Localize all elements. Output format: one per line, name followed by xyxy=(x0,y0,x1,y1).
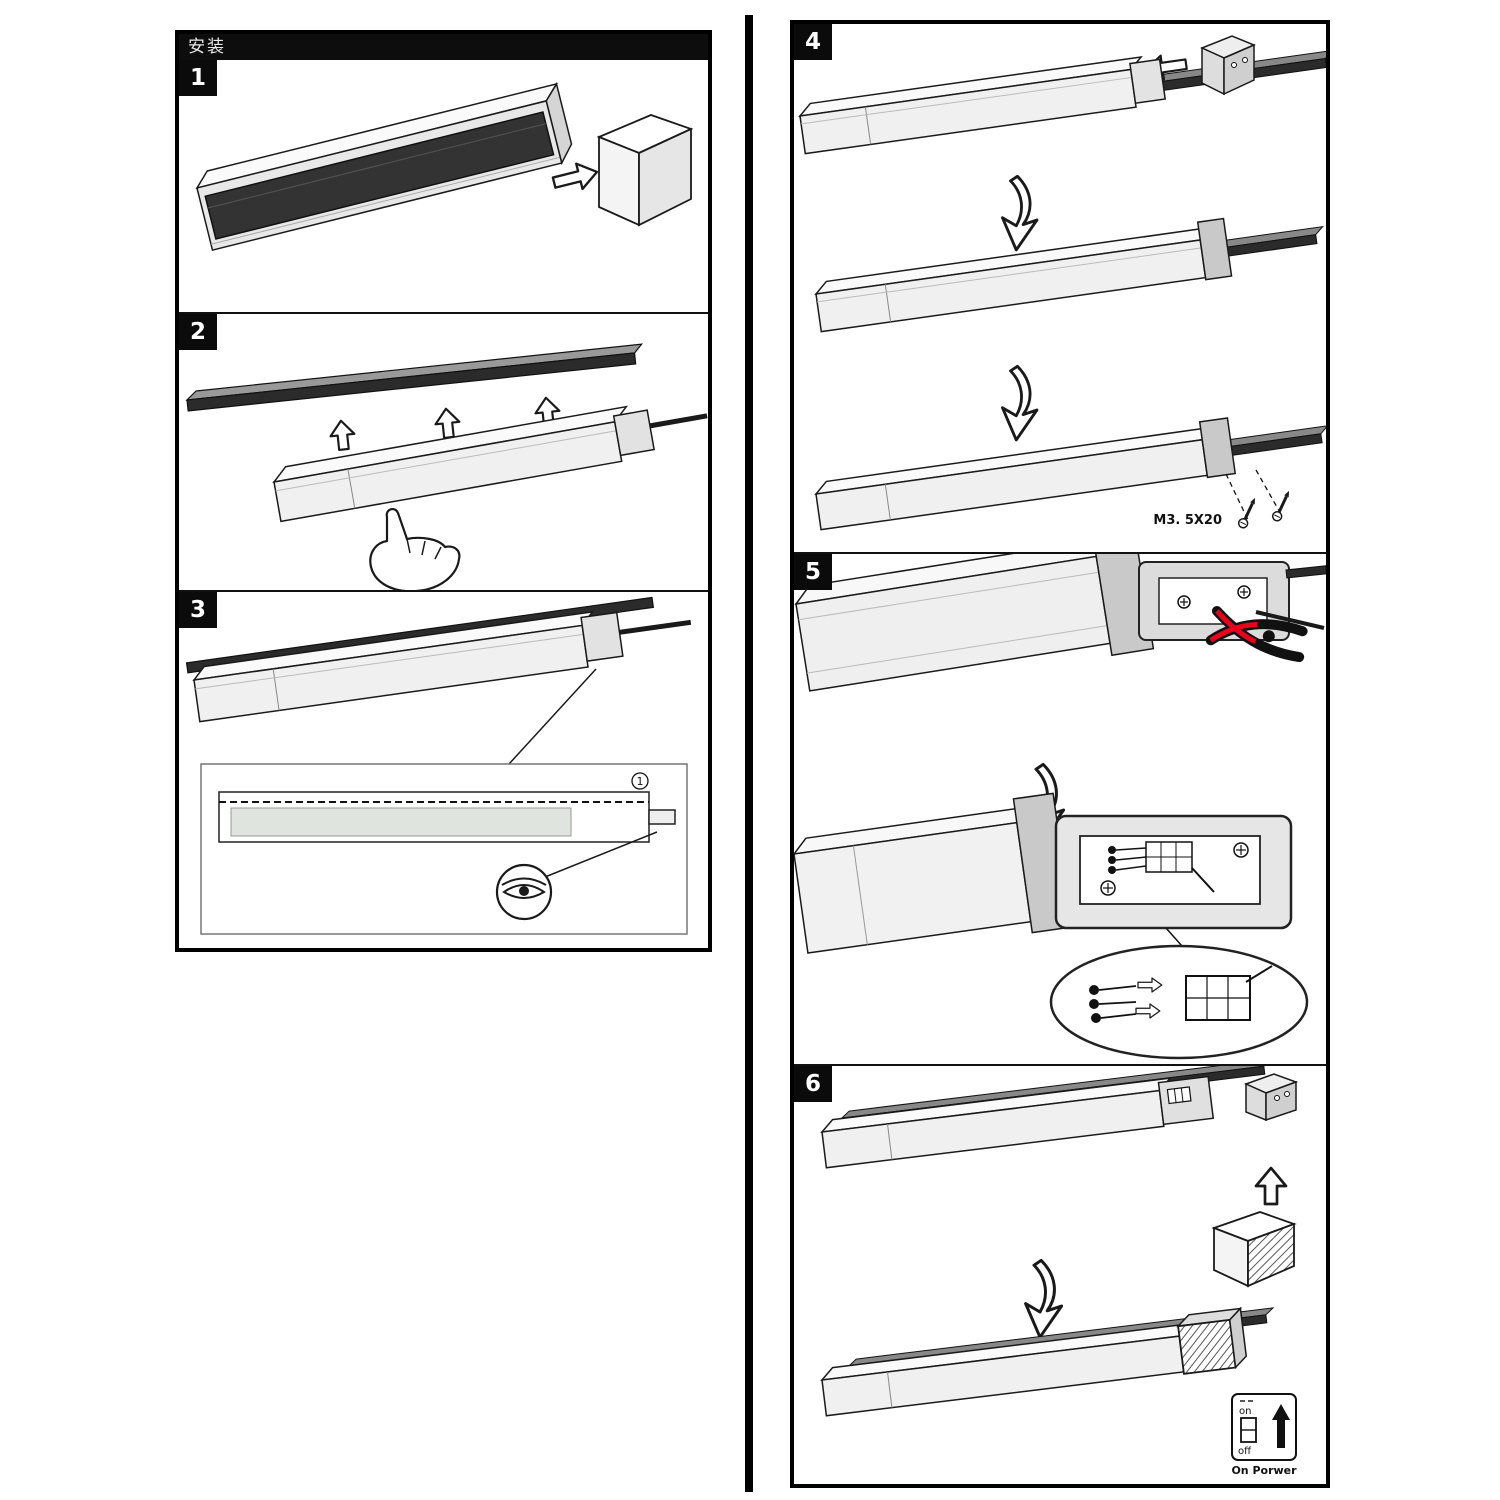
light-bar xyxy=(798,55,1167,155)
curved-arrow-down-icon xyxy=(1001,174,1039,252)
end-bracket xyxy=(1243,1073,1299,1122)
section-header: 安装 xyxy=(179,34,708,60)
end-bracket xyxy=(1198,417,1237,479)
wire-connector xyxy=(1108,841,1215,893)
step-2-illustration xyxy=(185,343,708,590)
switch-on-label: on xyxy=(1239,1406,1251,1417)
step-4-badge: 4 xyxy=(794,24,832,60)
step-divider xyxy=(179,590,708,592)
circled-1-marker: 1 xyxy=(631,772,649,790)
arrow-right-icon xyxy=(549,158,602,197)
light-bar xyxy=(814,417,1237,531)
power-caption: On Porwer xyxy=(1231,1464,1297,1477)
screw-icon xyxy=(1235,494,1261,531)
step-4-illustration: M3. 5X20 xyxy=(798,35,1326,531)
light-bar-open-end xyxy=(820,1075,1215,1169)
step-divider xyxy=(794,552,1326,554)
light-bar-capped xyxy=(820,1306,1248,1417)
detail-leader-line xyxy=(508,668,597,765)
svg-text:1: 1 xyxy=(637,775,644,788)
magnifier-ellipse xyxy=(1049,944,1309,1060)
arrow-up-icon xyxy=(1254,1166,1288,1206)
cable xyxy=(1255,610,1325,630)
arrow-up-icon xyxy=(432,406,462,440)
step-3-badge: 3 xyxy=(179,592,217,628)
step-3-illustration: 1 xyxy=(185,596,692,935)
section-header-label: 安装 xyxy=(188,37,226,57)
screw-icon xyxy=(1269,487,1295,524)
column-divider xyxy=(745,15,753,1492)
curved-arrow-down-icon xyxy=(1024,1258,1064,1339)
hand-icon xyxy=(369,507,461,590)
switch-off-label: off xyxy=(1238,1446,1252,1457)
arrow-up-solid-icon xyxy=(1272,1404,1290,1448)
right-panel: 4 5 6 xyxy=(790,20,1330,1488)
mounted-bar xyxy=(185,596,692,723)
screw-size-label: M3. 5X20 xyxy=(1153,513,1222,528)
detail-inset: 1 xyxy=(200,763,688,935)
end-bracket xyxy=(1196,217,1233,281)
pliers-icon xyxy=(1205,605,1308,663)
eye-icon xyxy=(495,863,553,921)
step-5-badge: 5 xyxy=(794,554,832,590)
light-bar-closeup xyxy=(794,554,1155,692)
end-cap-hatched xyxy=(1211,1211,1297,1288)
step-2-badge: 2 xyxy=(179,314,217,350)
step-divider xyxy=(179,312,708,314)
step-1-badge: 1 xyxy=(179,60,217,96)
end-connector xyxy=(648,809,676,825)
rail xyxy=(1285,565,1326,579)
step-6-illustration: on off On Porwer xyxy=(820,1066,1299,1477)
step-1-illustration xyxy=(195,81,694,252)
end-cap xyxy=(596,114,694,227)
end-bracket xyxy=(1200,35,1256,96)
screw-head-icon xyxy=(1177,585,1251,609)
step-5-illustration xyxy=(794,554,1326,1060)
light-bar xyxy=(272,405,708,523)
arrow-up-icon xyxy=(327,418,357,452)
power-switch-icon: on off On Porwer xyxy=(1231,1393,1297,1477)
step-6-badge: 6 xyxy=(794,1066,832,1102)
step-divider xyxy=(794,1064,1326,1066)
mounting-rail xyxy=(185,343,644,412)
light-bar xyxy=(814,217,1233,333)
light-bar-closeup xyxy=(794,792,1073,954)
left-panel: 安装 1 2 3 xyxy=(175,30,712,952)
curved-arrow-down-icon xyxy=(1001,364,1039,442)
light-bar-channel xyxy=(195,81,573,252)
